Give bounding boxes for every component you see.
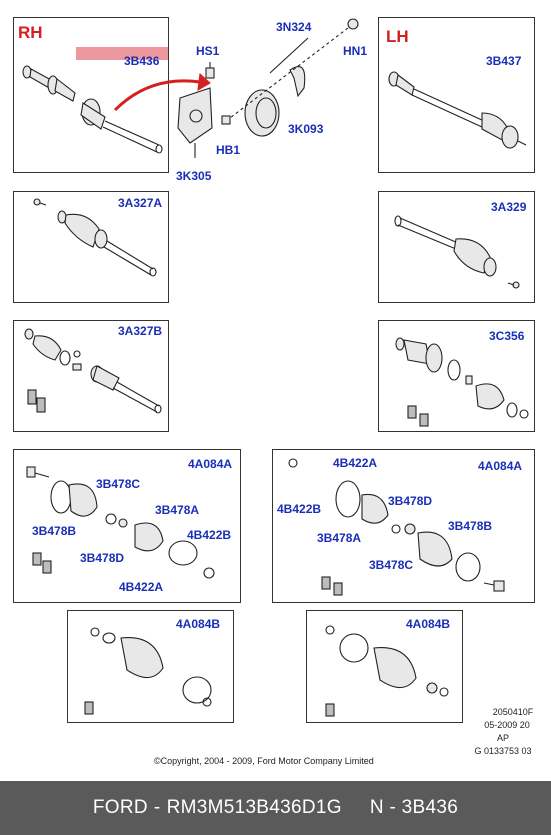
part-label-3k093[interactable]: 3K093 [288,122,324,136]
part-label-lh-4a084a[interactable]: 4A084A [478,459,523,473]
part-label-3a327a[interactable]: 3A327A [118,196,163,210]
boot-4a084b-left-drawing [84,627,212,715]
part-label-rh-3b478b[interactable]: 3B478B [32,524,77,538]
footer-separator: - [153,797,161,818]
side-label-lh: LH [386,27,409,46]
footer-label: N - 3B436 [369,797,459,818]
part-label-3a329[interactable]: 3A329 [491,200,527,214]
side-label-rh: RH [18,23,43,42]
part-label-hb1[interactable]: HB1 [216,143,241,157]
part-label-lh-4b422a[interactable]: 4B422A [333,456,378,470]
part-label-rh-3b478c[interactable]: 3B478C [96,477,141,491]
part-label-lh-3b478b[interactable]: 3B478B [448,519,493,533]
part-label-rh-3b478d[interactable]: 3B478D [80,551,125,565]
boot-kit-rh-drawing [26,466,215,579]
part-label-hs1[interactable]: HS1 [196,44,220,58]
shaft-3c356-drawing [395,337,529,427]
boot-kit-lh-drawing [288,458,505,596]
footer-part-number: RM3M513B436D1G [166,797,342,818]
drawing-ref-line1: 2050410F [492,707,534,717]
driveshaft-rh-drawing [22,65,163,154]
part-label-3b437[interactable]: 3B437 [486,54,522,68]
part-label-lh-3b478c[interactable]: 3B478C [369,558,414,572]
panel-3c356 [378,320,535,432]
panel-rh-4a084a [13,449,241,603]
part-label-hn1[interactable]: HN1 [343,44,368,58]
footer-bar: FORD - RM3M513B436D1G N - 3B436 [0,781,551,835]
part-label-lh-3b478d[interactable]: 3B478D [388,494,433,508]
part-label-lh-4b422b[interactable]: 4B422B [277,502,322,516]
driveshaft-lh-drawing [388,71,527,149]
boot-4a084b-right-drawing [325,625,449,717]
part-label-lh-3b478a[interactable]: 3B478A [317,531,362,545]
highlight-bar [76,47,168,60]
drawing-ref-line4: G 0133753 03 [474,746,532,756]
bearing-bracket-drawing [177,18,359,158]
part-label-rh-4b422b[interactable]: 4B422B [187,528,232,542]
shaft-3a327b-drawing [24,328,162,414]
arrow-to-hub [113,72,211,112]
shaft-3a327a-drawing [33,198,157,277]
part-label-rh-4a084a[interactable]: 4A084A [188,457,233,471]
panel-3a327a [13,191,169,303]
part-label-3b436[interactable]: 3B436 [124,54,160,68]
panel-3a329 [378,191,535,303]
footer-brand: FORD [92,797,148,818]
copyright-notice: ©Copyright, 2004 - 2009, Ford Motor Comp… [154,756,374,766]
part-label-4a084b-left[interactable]: 4A084B [176,617,221,631]
shaft-3a329-drawing [394,215,520,289]
part-label-rh-4b422a[interactable]: 4B422A [119,580,164,594]
panel-rh-main [13,17,169,173]
part-label-rh-3b478a[interactable]: 3B478A [155,503,200,517]
part-label-3n324[interactable]: 3N324 [276,20,312,34]
part-label-3a327b[interactable]: 3A327B [118,324,163,338]
drawing-ref-line3: AP [496,733,509,743]
part-label-4a084b-right[interactable]: 4A084B [406,617,451,631]
part-label-3c356[interactable]: 3C356 [489,329,525,343]
part-label-3k305[interactable]: 3K305 [176,169,212,183]
panel-lh-4a084a [272,449,535,603]
drawing-ref-line2: 05-2009 20 [484,720,530,730]
